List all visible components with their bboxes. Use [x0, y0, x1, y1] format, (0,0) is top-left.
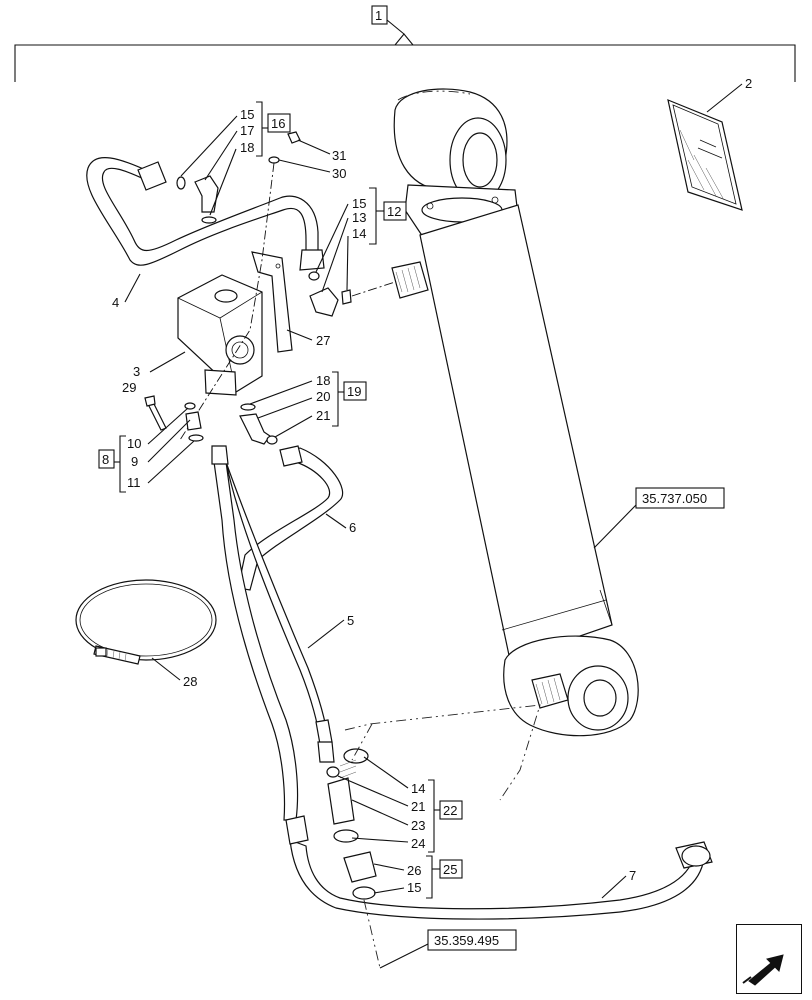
callout-22: 22: [443, 803, 457, 818]
o-ring-10: [184, 402, 196, 410]
assembly-bracket: 1: [14, 5, 796, 82]
o-ring-18-lower: [240, 403, 256, 411]
elbow-fitting-13: [309, 287, 339, 317]
mounting-plate: [251, 251, 293, 353]
callout-9: 9: [131, 454, 138, 469]
callout-23: 23: [411, 818, 425, 833]
callout-11: 11: [127, 475, 141, 490]
callout-12: 12: [387, 204, 401, 219]
washer-30: [268, 156, 280, 164]
hose-clamp: [75, 579, 217, 665]
hydraulic-cylinder: [391, 88, 639, 737]
callout-10: 10: [127, 436, 141, 451]
callout-29: 29: [122, 380, 136, 395]
o-ring-21-lower: [326, 766, 340, 778]
callout-7: 7: [629, 868, 636, 883]
callout-20: 20: [316, 389, 330, 404]
callout-17: 17: [240, 123, 254, 138]
callout-13: 13: [352, 210, 366, 225]
callout-14-a: 14: [352, 226, 366, 241]
o-ring-18-upper: [201, 216, 217, 224]
ref-hose-label: 35.359.495: [434, 933, 499, 948]
adapter-23: [327, 777, 355, 825]
ref-cylinder-label: 35.737.050: [642, 491, 707, 506]
arrow-icon: [742, 954, 784, 986]
nut-31: [287, 131, 301, 144]
callout-28: 28: [183, 674, 197, 689]
hose-6: [237, 445, 344, 591]
callout-30: 30: [332, 166, 346, 181]
o-ring-15-upper: [176, 176, 186, 190]
o-ring-11: [188, 434, 204, 442]
fitting-26: [343, 851, 377, 883]
callout-31: 31: [332, 148, 346, 163]
seal-14-right: [341, 289, 352, 305]
callout-16: 16: [271, 116, 285, 131]
elbow-fitting-20: [239, 413, 271, 445]
o-ring-15-right: [308, 271, 320, 281]
bolt-29: [147, 401, 167, 431]
callout-24: 24: [411, 836, 425, 851]
callout-25: 25: [443, 862, 457, 877]
callout-15-b: 15: [352, 196, 366, 211]
manual-booklet: 2: [667, 76, 752, 211]
callout-14-b: 14: [411, 781, 425, 796]
o-ring-14-lower: [343, 748, 369, 764]
o-ring-15-lower: [352, 886, 376, 900]
hose-4: [86, 157, 325, 271]
callout-8: 8: [102, 452, 109, 467]
callout-15-a: 15: [240, 107, 254, 122]
callout-5: 5: [347, 613, 354, 628]
callout-4: 4: [112, 295, 119, 310]
adapter-9: [185, 411, 202, 431]
callout-6: 6: [349, 520, 356, 535]
callout-27: 27: [316, 333, 330, 348]
hose-7: [285, 815, 713, 920]
callout-19: 19: [347, 384, 361, 399]
callout-18-b: 18: [316, 373, 330, 388]
callout-1: 1: [375, 8, 382, 23]
callout-3: 3: [133, 364, 140, 379]
callout-15-c: 15: [407, 880, 421, 895]
callout-21-a: 21: [316, 408, 330, 423]
hose-5: [211, 445, 335, 821]
next-page-arrow-icon[interactable]: [736, 924, 802, 994]
callout-18-a: 18: [240, 140, 254, 155]
callout-2: 2: [745, 76, 752, 91]
callout-26: 26: [407, 863, 421, 878]
o-ring-24: [333, 829, 359, 843]
elbow-fitting-17: [194, 175, 219, 213]
callout-21-b: 21: [411, 799, 425, 814]
o-ring-21-upper: [266, 435, 278, 445]
